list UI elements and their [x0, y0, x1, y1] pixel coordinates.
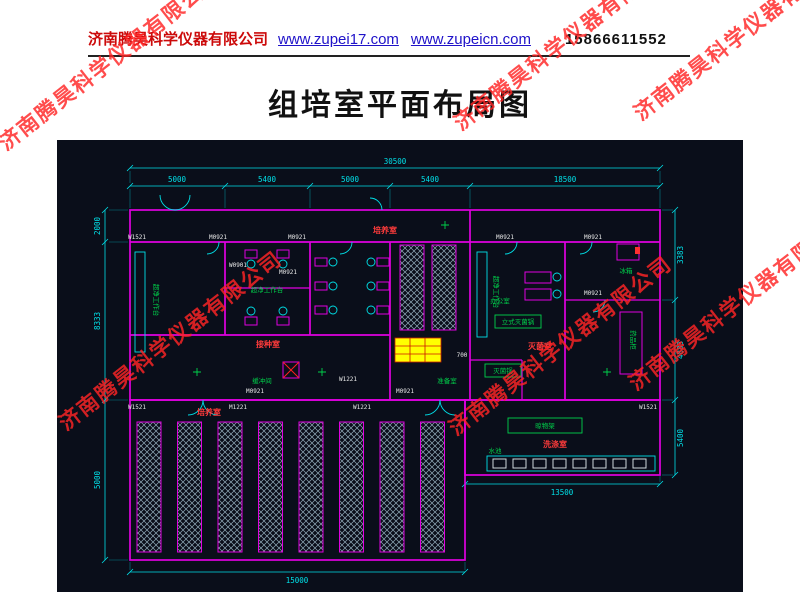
dim-top-total: 30500 — [384, 157, 407, 166]
dimension-lines — [101, 164, 679, 576]
dim-top-seg: 5400 — [421, 175, 440, 184]
code-m0921: M0921 — [279, 269, 297, 276]
code-m0921: M0921 — [288, 234, 306, 241]
label-clean-bench: 超净工作台 — [492, 276, 501, 309]
label-sterilizer-vertical: 立式灭菌锅 — [502, 317, 535, 326]
label-buffer-room: 缓冲间 — [252, 376, 272, 385]
dim-bench-width: 700 — [457, 352, 468, 359]
walls — [129, 209, 661, 561]
code-m0921: M0921 — [246, 388, 264, 395]
dim-bottom-right: 13500 — [551, 488, 574, 497]
label-office: 办公室 — [490, 296, 510, 305]
label-fridge: 冰箱 — [620, 266, 634, 275]
medicine-cabinet-box — [619, 311, 643, 375]
floor-plan-svg: 30500 5000 5400 5000 5400 18500 2000 833… — [93, 157, 685, 585]
code-w1521: W1521 — [639, 404, 657, 411]
label-sink: 水池 — [489, 446, 503, 455]
code-m0921: M0921 — [584, 290, 602, 297]
dim-right-seg: 3383 — [676, 246, 685, 264]
fridge-box — [616, 243, 640, 261]
header-divider — [88, 55, 690, 57]
code-w1521: W1521 — [128, 234, 146, 241]
code-w1221: W1221 — [339, 376, 357, 383]
culture-racks-bottom — [136, 421, 445, 553]
page-header: 济南腾昊科学仪器有限公司 www.zupei17.com www.zupeicn… — [88, 28, 728, 49]
clean-bench-right — [476, 251, 488, 338]
label-autoclave: 灭菌锅 — [493, 366, 513, 375]
label-clean-bench: 超净工作台 — [152, 284, 161, 317]
dim-top-seg: 18500 — [554, 175, 577, 184]
workstations — [244, 249, 562, 326]
reference-crosses — [193, 221, 611, 376]
door-arcs — [159, 194, 606, 416]
label-culture-room-bottom: 培养室 — [197, 407, 221, 417]
dim-left-seg: 5000 — [93, 470, 102, 489]
clean-bench-left — [134, 251, 146, 353]
link-zupeicn[interactable]: www.zupeicn.com — [410, 31, 531, 48]
sink-bench — [486, 455, 656, 472]
buffer-equipment-box — [282, 361, 300, 379]
phone-number: 15866611552 — [564, 31, 667, 48]
company-name: 济南腾昊科学仪器有限公司 — [88, 31, 269, 48]
code-m0921: M0921 — [396, 388, 414, 395]
dim-top-seg: 5000 — [341, 175, 360, 184]
page-title: 组培室平面布局图 — [268, 89, 532, 122]
code-w0901: W0901 — [229, 262, 247, 269]
label-prep-room: 准备室 — [437, 376, 457, 385]
dim-bottom-left: 15000 — [286, 576, 309, 585]
label-culture-room-top: 培养室 — [373, 225, 397, 235]
label-drying-rack: 晾物架 — [535, 421, 555, 430]
dim-left-seg: 8333 — [93, 312, 102, 330]
dim-left-seg: 2000 — [93, 216, 102, 235]
dim-top-seg: 5000 — [168, 175, 187, 184]
code-m1221: M1221 — [229, 404, 247, 411]
drying-rack-box — [507, 417, 583, 434]
code-w1521: W1521 — [128, 404, 146, 411]
label-medicine-cabinet: 药品柜 — [629, 330, 638, 350]
sterilizer-boxes — [484, 314, 542, 378]
link-zupei17[interactable]: www.zupei17.com — [278, 31, 399, 48]
watermark: 济南腾昊科学仪器有限公司 — [0, 0, 227, 156]
label-wash-room: 洗涤室 — [543, 439, 567, 449]
code-m0921: M0921 — [584, 234, 602, 241]
label-clean-bench: 超净工作台 — [251, 285, 284, 294]
dim-right-seg: 4883 — [676, 341, 685, 359]
dim-right-seg: 5400 — [676, 428, 685, 447]
label-sterilize-room: 灭菌室 — [527, 341, 552, 351]
floor-plan-canvas: 30500 5000 5400 5000 5400 18500 2000 833… — [57, 140, 743, 592]
code-m0921: M0921 — [209, 234, 227, 241]
code-w1221: W1221 — [353, 404, 371, 411]
code-m0921: M0921 — [496, 234, 514, 241]
dim-top-seg: 5400 — [258, 175, 277, 184]
label-inoculation-room: 接种室 — [256, 339, 280, 349]
highlighted-table — [394, 337, 442, 363]
culture-racks-top — [399, 244, 457, 331]
